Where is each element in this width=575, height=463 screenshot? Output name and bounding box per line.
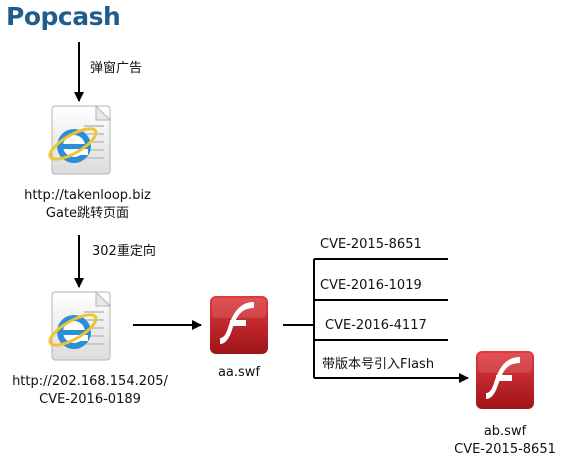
landing-url: http://202.168.154.205/ [12, 374, 168, 389]
branch-label-3: CVE-2016-4117 [325, 318, 427, 333]
branch-label-1: CVE-2015-8651 [320, 237, 422, 252]
gate-url: http://takenloop.biz [24, 188, 151, 203]
aa-swf-label: aa.swf [217, 365, 261, 380]
edge-label-redirect: 302重定向 [92, 244, 156, 259]
branch-label-2: CVE-2016-1019 [320, 278, 422, 293]
flash-icon [476, 351, 534, 409]
flash-icon [210, 296, 268, 354]
popcash-logo: Popcash [6, 2, 121, 31]
gate-caption: Gate跳转页面 [45, 206, 130, 221]
ab-swf-cve: CVE-2015-8651 [454, 442, 556, 457]
branch-label-4: 带版本号引入Flash [322, 357, 435, 372]
ab-swf-label: ab.swf [483, 424, 527, 439]
internet-explorer-icon [48, 290, 112, 361]
edge-label-popup-ad: 弹窗广告 [90, 61, 143, 76]
landing-cve: CVE-2016-0189 [39, 392, 141, 407]
internet-explorer-icon [48, 104, 112, 175]
